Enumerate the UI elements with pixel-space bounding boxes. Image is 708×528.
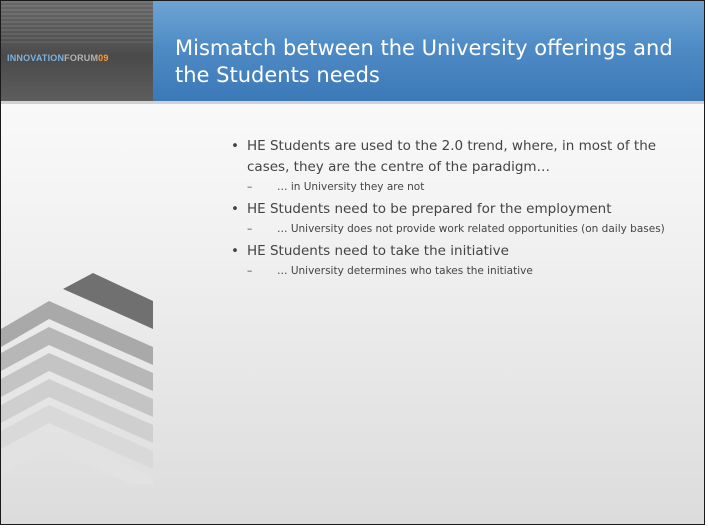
decorative-chevrons bbox=[1, 273, 153, 484]
chevron-stripe bbox=[1, 405, 153, 469]
sub-item: – … University determines who takes the … bbox=[247, 264, 671, 279]
bullet-item: • HE Students need to take the initiativ… bbox=[231, 241, 671, 279]
chevron-stripe bbox=[1, 327, 153, 391]
logo-band: INNOVATIONFORUM09 bbox=[1, 1, 153, 104]
bullet-list: • HE Students are used to the 2.0 trend,… bbox=[231, 136, 671, 283]
bullet-item: • HE Students are used to the 2.0 trend,… bbox=[231, 136, 671, 195]
logo-year: 09 bbox=[98, 53, 109, 63]
bullet-text: HE Students need to take the initiative bbox=[247, 243, 509, 259]
chevron-stripe bbox=[1, 353, 153, 417]
title-band: Mismatch between the University offering… bbox=[153, 1, 704, 104]
bullet-item: • HE Students need to be prepared for th… bbox=[231, 199, 671, 237]
bullet-text: HE Students are used to the 2.0 trend, w… bbox=[247, 138, 657, 175]
sub-item-text: … University does not provide work relat… bbox=[277, 223, 665, 235]
sub-item: – … in University they are not bbox=[247, 180, 671, 195]
sub-item-text: … University determines who takes the in… bbox=[277, 265, 533, 277]
sub-list: – … in University they are not bbox=[247, 180, 671, 195]
slide-title: Mismatch between the University offering… bbox=[175, 36, 673, 87]
dash-mark: – bbox=[247, 181, 253, 193]
chevron-stripe bbox=[1, 301, 153, 365]
bullet-text: HE Students need to be prepared for the … bbox=[247, 201, 612, 217]
logo-word-forum: FORUM bbox=[64, 53, 99, 63]
dash-mark: – bbox=[247, 223, 253, 235]
sub-list: – … University determines who takes the … bbox=[247, 264, 671, 279]
chevron-stripe bbox=[63, 273, 153, 329]
sub-item-text: … in University they are not bbox=[277, 181, 425, 193]
sub-list: – … University does not provide work rel… bbox=[247, 222, 671, 237]
logo-word-innovation: INNOVATION bbox=[7, 53, 65, 63]
innovation-forum-logo: INNOVATIONFORUM09 bbox=[7, 53, 109, 63]
bullet-mark: • bbox=[231, 243, 239, 259]
chevron-stripe bbox=[1, 431, 153, 484]
dash-mark: – bbox=[247, 265, 253, 277]
bullet-mark: • bbox=[231, 138, 239, 154]
chevron-stripe bbox=[1, 379, 153, 443]
sub-item: – … University does not provide work rel… bbox=[247, 222, 671, 237]
bullet-mark: • bbox=[231, 201, 239, 217]
